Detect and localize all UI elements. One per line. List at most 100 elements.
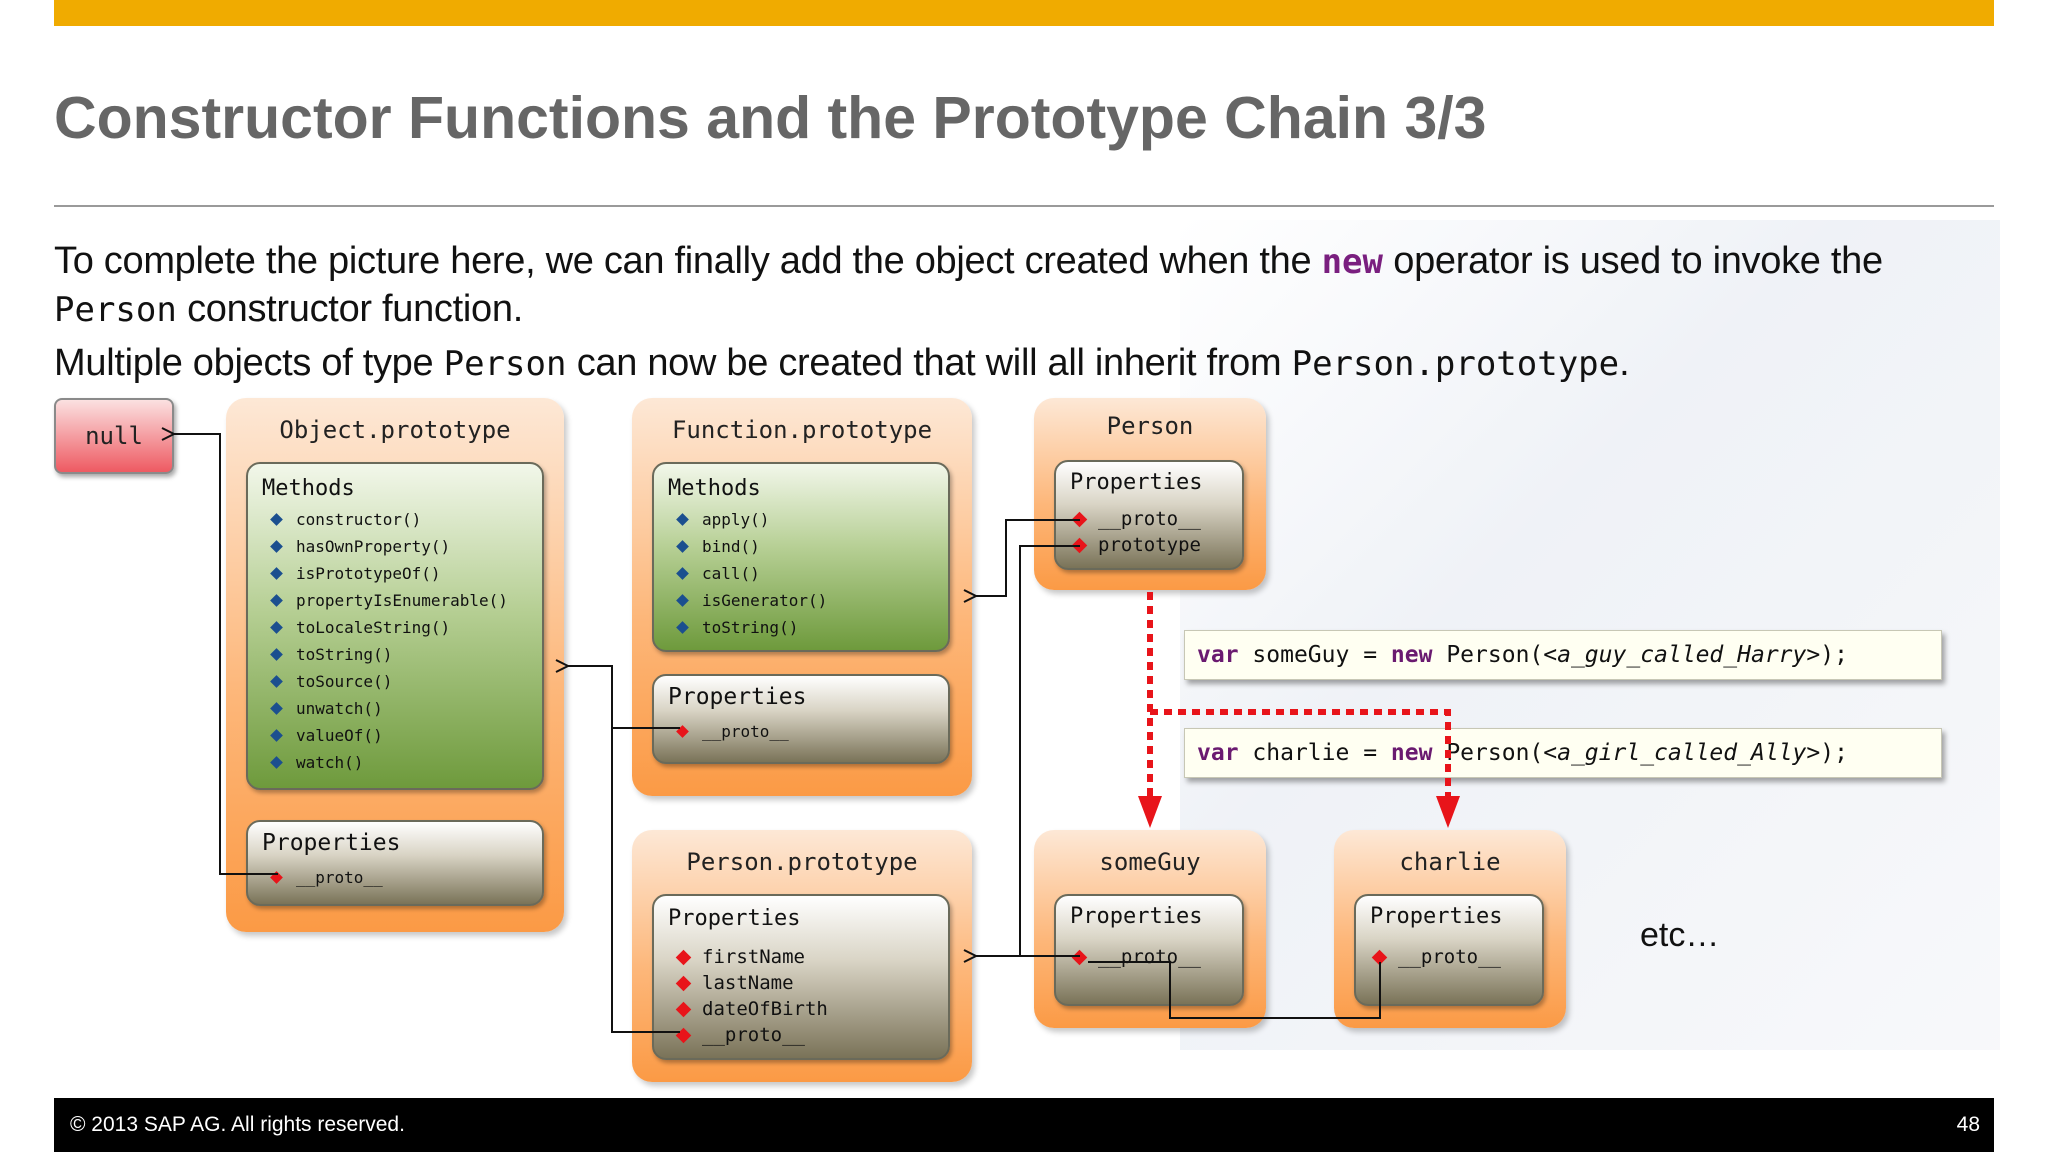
someguy-title: someGuy bbox=[1099, 848, 1201, 876]
object-prototype-properties-panel: Properties __proto__ bbox=[246, 820, 544, 906]
person-prototype-properties-panel: Properties firstName lastName dateOfBirt… bbox=[652, 894, 950, 1060]
code-end: ); bbox=[1820, 740, 1848, 766]
code-constructor: Person( bbox=[1446, 740, 1544, 766]
para1-text-a: To complete the picture here, we can fin… bbox=[54, 240, 1312, 282]
property-item: firstName bbox=[674, 944, 828, 970]
person-prototype-title: Person.prototype bbox=[686, 848, 918, 876]
method-item: toString() bbox=[268, 641, 508, 668]
charlie-title: charlie bbox=[1399, 848, 1501, 876]
function-prototype-methods-list: apply() bind() call() isGenerator() toSt… bbox=[674, 506, 827, 641]
method-item: watch() bbox=[268, 749, 508, 776]
property-item: __proto__ bbox=[674, 718, 789, 745]
property-item: __proto__ bbox=[1070, 506, 1201, 532]
function-prototype-title: Function.prototype bbox=[671, 416, 933, 444]
arrow-charlie-proto-link bbox=[1088, 961, 1381, 1019]
new-keyword: new bbox=[1390, 642, 1433, 668]
method-item: constructor() bbox=[268, 506, 508, 533]
arrow-person-prototype-to-personproto bbox=[976, 545, 1080, 956]
method-item: toString() bbox=[674, 614, 827, 641]
null-box: null bbox=[54, 398, 174, 474]
dotted-arrowhead-someguy bbox=[1138, 796, 1162, 828]
code-equals: = bbox=[1363, 642, 1378, 668]
dotted-arrowhead-charlie bbox=[1436, 796, 1460, 828]
property-item: lastName bbox=[674, 970, 828, 996]
code-argument: <a_girl_called_Ally> bbox=[1543, 740, 1821, 766]
object-prototype-methods-list: constructor() hasOwnProperty() isPrototy… bbox=[268, 506, 508, 776]
person-code: Person bbox=[54, 290, 177, 330]
function-prototype-properties-panel: Properties __proto__ bbox=[652, 674, 950, 764]
object-prototype-properties-list: __proto__ bbox=[268, 864, 383, 891]
properties-heading: Properties bbox=[1370, 904, 1503, 929]
code-end: ); bbox=[1820, 642, 1848, 668]
arrow-person-proto-to-function bbox=[976, 519, 1080, 596]
footer-bar: © 2013 SAP AG. All rights reserved. 48 bbox=[54, 1098, 1994, 1152]
person-prototype-properties-list: firstName lastName dateOfBirth __proto__ bbox=[674, 944, 828, 1048]
accent-bar bbox=[54, 0, 1994, 26]
method-item: apply() bbox=[674, 506, 827, 533]
properties-heading: Properties bbox=[262, 830, 401, 856]
arrow-function-proto-to-object bbox=[568, 666, 680, 729]
someguy-properties-panel: Properties __proto__ bbox=[1054, 894, 1244, 1006]
code-argument: <a_guy_called_Harry> bbox=[1543, 642, 1821, 668]
method-item: propertyIsEnumerable() bbox=[268, 587, 508, 614]
arrow-object-proto-to-null bbox=[174, 434, 278, 875]
method-item: unwatch() bbox=[268, 695, 508, 722]
method-item: call() bbox=[674, 560, 827, 587]
property-item: prototype bbox=[1070, 532, 1201, 558]
para1-text-b: operator is used to invoke the bbox=[1393, 240, 1883, 282]
arrow-personproto-proto-to-object bbox=[611, 728, 680, 1033]
object-prototype-box: Object.prototype Methods constructor() h… bbox=[226, 398, 564, 932]
para3-text-a: Multiple objects of type bbox=[54, 342, 434, 384]
properties-heading: Properties bbox=[668, 684, 807, 710]
someguy-box: someGuy Properties __proto__ bbox=[1034, 830, 1266, 1028]
method-item: hasOwnProperty() bbox=[268, 533, 508, 560]
code-variable-name: someGuy bbox=[1252, 642, 1350, 668]
properties-heading: Properties bbox=[1070, 904, 1203, 929]
object-prototype-methods-panel: Methods constructor() hasOwnProperty() i… bbox=[246, 462, 544, 790]
paragraph-line-2: Person constructor function. bbox=[54, 288, 523, 331]
code-equals: = bbox=[1363, 740, 1378, 766]
function-prototype-methods-panel: Methods apply() bind() call() isGenerato… bbox=[652, 462, 950, 652]
person-type-code: Person bbox=[443, 344, 567, 384]
object-prototype-title: Object.prototype bbox=[279, 416, 511, 444]
code-someguy: var someGuy = new Person(<a_guy_called_H… bbox=[1184, 630, 1942, 680]
code-charlie: var charlie = new Person(<a_girl_called_… bbox=[1184, 728, 1942, 778]
method-item: valueOf() bbox=[268, 722, 508, 749]
properties-heading: Properties bbox=[1070, 470, 1203, 495]
var-keyword: var bbox=[1197, 740, 1239, 766]
code-constructor: Person( bbox=[1446, 642, 1544, 668]
properties-heading: Properties bbox=[668, 906, 801, 931]
person-properties-list: __proto__ prototype bbox=[1070, 506, 1201, 558]
para3-text-b: can now be created that will all inherit… bbox=[576, 342, 1282, 384]
para3-period: . bbox=[1619, 342, 1630, 384]
person-prototype-box: Person.prototype Properties firstName la… bbox=[632, 830, 972, 1082]
method-item: toSource() bbox=[268, 668, 508, 695]
property-item: __proto__ bbox=[674, 1022, 828, 1048]
dotted-arrow-new-charlie bbox=[1150, 709, 1451, 796]
function-prototype-properties-list: __proto__ bbox=[674, 718, 789, 745]
para2-text: constructor function. bbox=[187, 288, 523, 330]
paragraph-line-3: Multiple objects of type Person can now … bbox=[54, 342, 1630, 385]
paragraph-line-1: To complete the picture here, we can fin… bbox=[54, 240, 1883, 283]
property-item: __proto__ bbox=[1370, 944, 1501, 970]
slide-title: Constructor Functions and the Prototype … bbox=[54, 85, 1487, 151]
charlie-properties-list: __proto__ bbox=[1370, 944, 1501, 970]
code-variable-name: charlie bbox=[1252, 740, 1350, 766]
person-box: Person Properties __proto__ prototype bbox=[1034, 398, 1266, 590]
person-prototype-code: Person.prototype bbox=[1291, 344, 1620, 384]
property-item: __proto__ bbox=[268, 864, 383, 891]
title-divider bbox=[54, 205, 1994, 207]
methods-heading: Methods bbox=[262, 476, 355, 501]
charlie-properties-panel: Properties __proto__ bbox=[1354, 894, 1544, 1006]
var-keyword: var bbox=[1197, 642, 1239, 668]
property-item: dateOfBirth bbox=[674, 996, 828, 1022]
new-keyword: new bbox=[1321, 242, 1383, 282]
etc-label: etc… bbox=[1640, 916, 1720, 954]
copyright-text: © 2013 SAP AG. All rights reserved. bbox=[70, 1113, 405, 1136]
method-item: bind() bbox=[674, 533, 827, 560]
charlie-box: charlie Properties __proto__ bbox=[1334, 830, 1566, 1028]
methods-heading: Methods bbox=[668, 476, 761, 501]
new-keyword: new bbox=[1390, 740, 1433, 766]
page-number: 48 bbox=[1956, 1113, 1980, 1136]
